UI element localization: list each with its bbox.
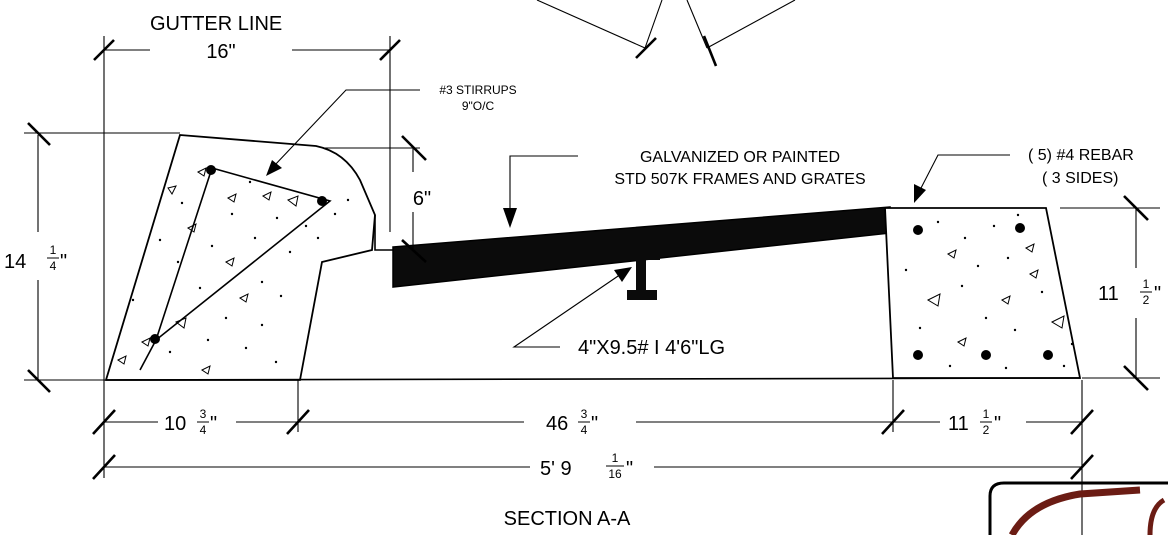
stirrup-outline [154, 167, 332, 343]
dim-right-unit: " [1154, 283, 1161, 305]
stamp-corner [988, 481, 1168, 535]
leader-beam [512, 267, 632, 348]
leader-frames [503, 155, 578, 228]
dim-top-text: 16" [206, 41, 235, 63]
dim-6 [401, 135, 427, 263]
stirrups-spacing-label: 9"O/C [462, 99, 495, 113]
dim-left-den: 4 [50, 259, 57, 273]
frames-label-1: GALVANIZED OR PAINTED [640, 149, 840, 166]
base-line [105, 377, 1081, 381]
dim-total-den: 16 [608, 467, 622, 481]
dim-6-text: 6" [413, 188, 431, 210]
rebar-label-2: ( 3 SIDES) [1042, 170, 1118, 187]
leader-rebar [914, 154, 1010, 203]
dim-b3-unit: " [994, 413, 1001, 435]
top-detail-lines [536, 0, 796, 67]
right-block-aggregate [904, 213, 1074, 370]
dim-total-num: 1 [612, 451, 619, 465]
section-title: SECTION A-A [504, 508, 631, 530]
dim-b2-num: 3 [581, 407, 588, 421]
dim-b2-unit: " [591, 413, 598, 435]
curb-rebar-dot [206, 165, 216, 175]
leader-stirrups [266, 89, 420, 176]
dim-total [92, 454, 1094, 480]
curb-body [104, 134, 376, 381]
dim-b1-unit: " [210, 413, 217, 435]
rebar-label-1: ( 5) #4 REBAR [1028, 147, 1134, 164]
dim-b1-num: 3 [200, 407, 207, 421]
dim-b1-whole: 10 [164, 413, 186, 435]
dim-b2-whole: 46 [546, 413, 568, 435]
curb-rebar-dot [317, 196, 327, 206]
stirrup-leg [139, 339, 157, 371]
dim-top-16 [93, 39, 401, 61]
right-block-rebar [913, 223, 1053, 360]
curb-rebar-dot [150, 334, 160, 344]
dim-right-num: 1 [1143, 277, 1150, 291]
dim-left-14 [27, 122, 51, 393]
dim-total-unit: " [626, 458, 633, 480]
dim-left-unit: " [60, 251, 67, 273]
gutter-line-label: GUTTER LINE [150, 13, 282, 35]
curb-aggregate [117, 167, 350, 375]
dim-bottom-row [92, 409, 1094, 435]
dim-left-num: 1 [50, 243, 57, 257]
dim-b2-den: 4 [581, 423, 588, 437]
dim-b3-num: 1 [983, 407, 990, 421]
stirrups-label: #3 STIRRUPS [439, 83, 516, 97]
dim-b1-den: 4 [200, 423, 207, 437]
dim-b3-whole: 11 [948, 413, 969, 435]
frame-seat-line [374, 215, 394, 251]
dim-b3-den: 2 [983, 423, 990, 437]
dim-left-whole: 14 [4, 251, 26, 273]
dim-right-whole: 11 [1098, 283, 1119, 305]
frames-label-2: STD 507K FRAMES AND GRATES [614, 171, 865, 188]
beam-label: 4"X9.5# I 4'6"LG [578, 337, 725, 359]
dim-right-den: 2 [1143, 293, 1150, 307]
i-beam [622, 252, 660, 300]
dim-total-whole: 5' 9 [540, 458, 572, 480]
dim-right-11 [1123, 195, 1149, 391]
